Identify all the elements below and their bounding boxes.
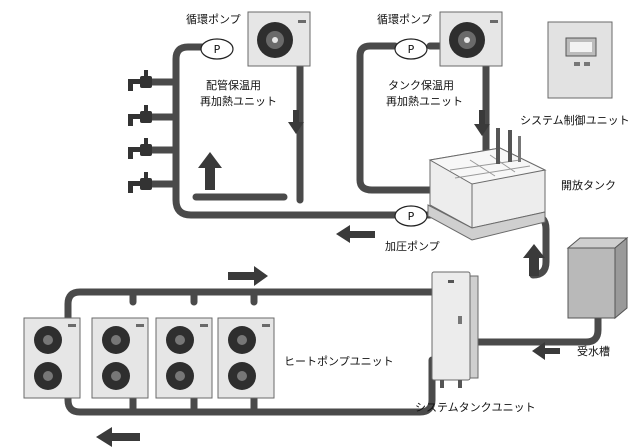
label-heat-pump-unit: ヒートポンプユニット (284, 355, 394, 368)
label-system-tank-unit: システムタンクユニット (415, 401, 536, 414)
heat-pump-units (23, 317, 275, 399)
heat-pump-unit-4 (217, 317, 275, 399)
arrow-feed-left (532, 342, 560, 360)
faucet-1 (128, 70, 152, 91)
heat-pump-unit-1 (23, 317, 81, 399)
faucet-4 (128, 172, 152, 193)
label-tank-reheat-line2: 再加熱ユニット (386, 95, 463, 108)
arrow-tank-up (523, 244, 545, 276)
label-open-tank: 開放タンク (561, 178, 616, 192)
tank-reheat-unit (439, 11, 503, 67)
pipe-left-loop-outer (172, 43, 434, 219)
pump-symbol-pressure-label: P (408, 210, 415, 223)
label-pressure-pump: 加圧ポンプ (385, 240, 440, 253)
label-pipe-reheat-line2: 再加熱ユニット (200, 95, 277, 108)
faucet-3 (128, 138, 152, 159)
heat-pump-unit-2 (91, 317, 149, 399)
label-system-control-unit: システム制御ユニット (520, 113, 630, 127)
arrow-left-loop-up (198, 152, 222, 190)
heat-pump-unit-3 (155, 317, 213, 399)
pipe-water-feed (466, 314, 602, 346)
labels: 循環ポンプ 循環ポンプ 配管保温用 再加熱ユニット タンク保温用 再加熱ユニット… (186, 13, 630, 414)
label-circulation-pump-left: 循環ポンプ (186, 13, 241, 26)
faucets (128, 70, 152, 193)
arrow-right-down (474, 110, 490, 136)
pump-symbol-right: P (394, 38, 428, 60)
water-receiving-tank (566, 236, 629, 320)
arrow-bottom-left (96, 427, 140, 447)
arrow-pressure-left (336, 225, 375, 243)
pump-symbol-left-label: P (214, 43, 221, 56)
pipe-heat-pump-supply (129, 288, 258, 306)
arrow-left-down (288, 110, 304, 134)
arrow-header-right (228, 266, 268, 286)
label-pipe-reheat-line1: 配管保温用 (206, 78, 261, 92)
pipe-reheat-unit (247, 11, 311, 67)
flow-arrows (96, 110, 560, 447)
system-control-unit (547, 21, 613, 99)
label-water-receiving-tank: 受水槽 (577, 345, 610, 358)
open-tank (427, 128, 547, 241)
pipe-return-to-tank (251, 356, 436, 416)
faucet-2 (128, 105, 152, 126)
pump-symbol-pressure: P (394, 205, 428, 227)
pipe-faucet-branches (144, 78, 180, 188)
label-circulation-pump-right: 循環ポンプ (377, 13, 432, 26)
system-tank-unit (431, 271, 479, 388)
label-tank-reheat-line1: タンク保温用 (388, 78, 454, 92)
pump-symbol-left: P (200, 38, 234, 60)
pipe-right-loop (356, 42, 444, 194)
pump-symbol-right-label: P (408, 43, 415, 56)
